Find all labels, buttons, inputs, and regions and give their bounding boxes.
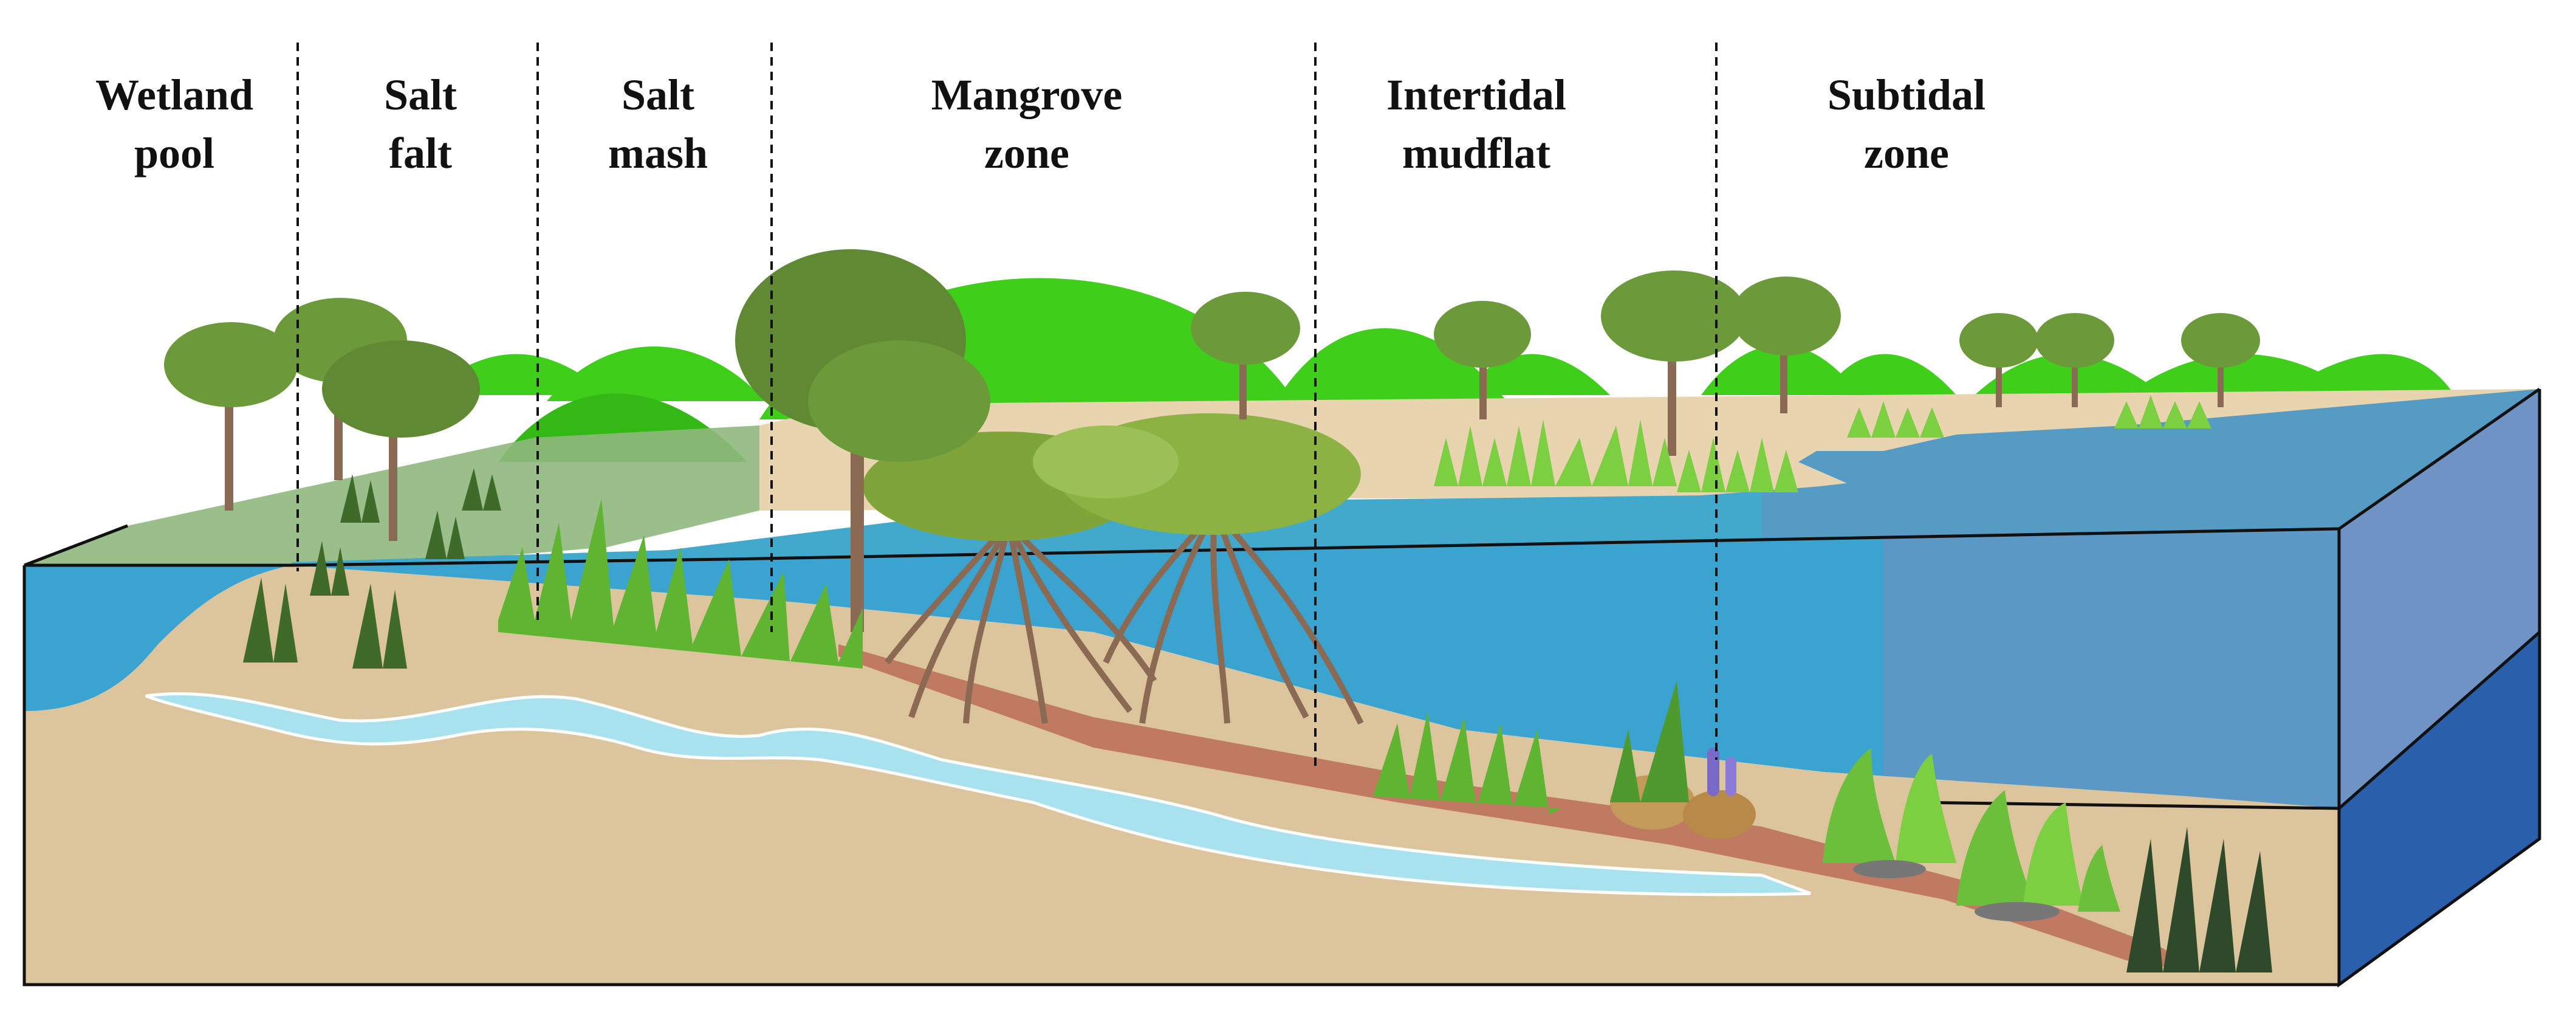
shore-grass [1434, 419, 1677, 486]
zone-label-wetland-pool: Wetland pool [16, 66, 332, 182]
zone-label-line: mash [608, 129, 708, 177]
mudflat-seagrass [1373, 711, 1561, 814]
grass-tuft [352, 583, 407, 669]
subtidal-seaweed [1823, 748, 2272, 972]
hill [1823, 354, 1956, 395]
zone-label-line: Salt [621, 71, 695, 119]
grass-tuft [310, 541, 349, 596]
shore-grass [1847, 401, 1944, 438]
coral-cluster [1610, 681, 1756, 839]
zone-label-line: Wetland [95, 71, 254, 119]
zone-label-line: Subtidal [1827, 71, 1986, 119]
zone-label-subtidal-zone: Subtidal zone [1749, 66, 2064, 182]
hill [547, 346, 766, 401]
block-right-side-deep [2339, 632, 2540, 985]
tree [164, 322, 298, 511]
mud-layer [838, 644, 2199, 972]
groundwater-channel [145, 692, 1811, 897]
hill [2278, 354, 2454, 395]
shore-grass [2114, 395, 2211, 429]
mangrove-canopy [863, 413, 1361, 541]
zone-label-line: mudflat [1402, 129, 1551, 177]
zone-label-line: zone [1864, 129, 1949, 177]
tree [1434, 301, 1531, 419]
tree [1601, 270, 1747, 456]
tree [2035, 313, 2114, 407]
hill [1975, 354, 2163, 395]
water-side-right [1883, 529, 2339, 808]
zone-label-line: Intertidal [1386, 71, 1566, 119]
grass-tuft [425, 511, 465, 559]
zone-label-line: falt [389, 129, 452, 177]
zone-label-line: Salt [383, 71, 457, 119]
zone-label-mangrove-zone: Mangrove zone [869, 66, 1185, 182]
tree [1732, 277, 1841, 413]
tree [1959, 313, 2038, 407]
shore-grass [1677, 438, 1798, 492]
grass-tuft [340, 474, 380, 523]
zone-label-line: zone [984, 129, 1069, 177]
grass-tuft [462, 468, 501, 511]
zone-label-salt-falt: Salt falt [262, 66, 578, 182]
tree [322, 340, 480, 541]
hill [1276, 328, 1507, 401]
tree [2181, 313, 2260, 407]
zone-label-line: pool [134, 129, 215, 177]
tree [735, 249, 990, 632]
grass-tuft [243, 577, 298, 663]
zone-label-intertidal-mudflat: Intertidal mudflat [1318, 66, 1634, 182]
zone-dividers [296, 43, 1718, 772]
tree [1191, 292, 1300, 419]
water-surface-right [1762, 389, 2540, 547]
zone-label-line: Mangrove [931, 71, 1123, 119]
zone-label-salt-mash: Salt mash [500, 66, 816, 182]
wetland-pool [24, 565, 292, 711]
trees [164, 249, 2260, 632]
